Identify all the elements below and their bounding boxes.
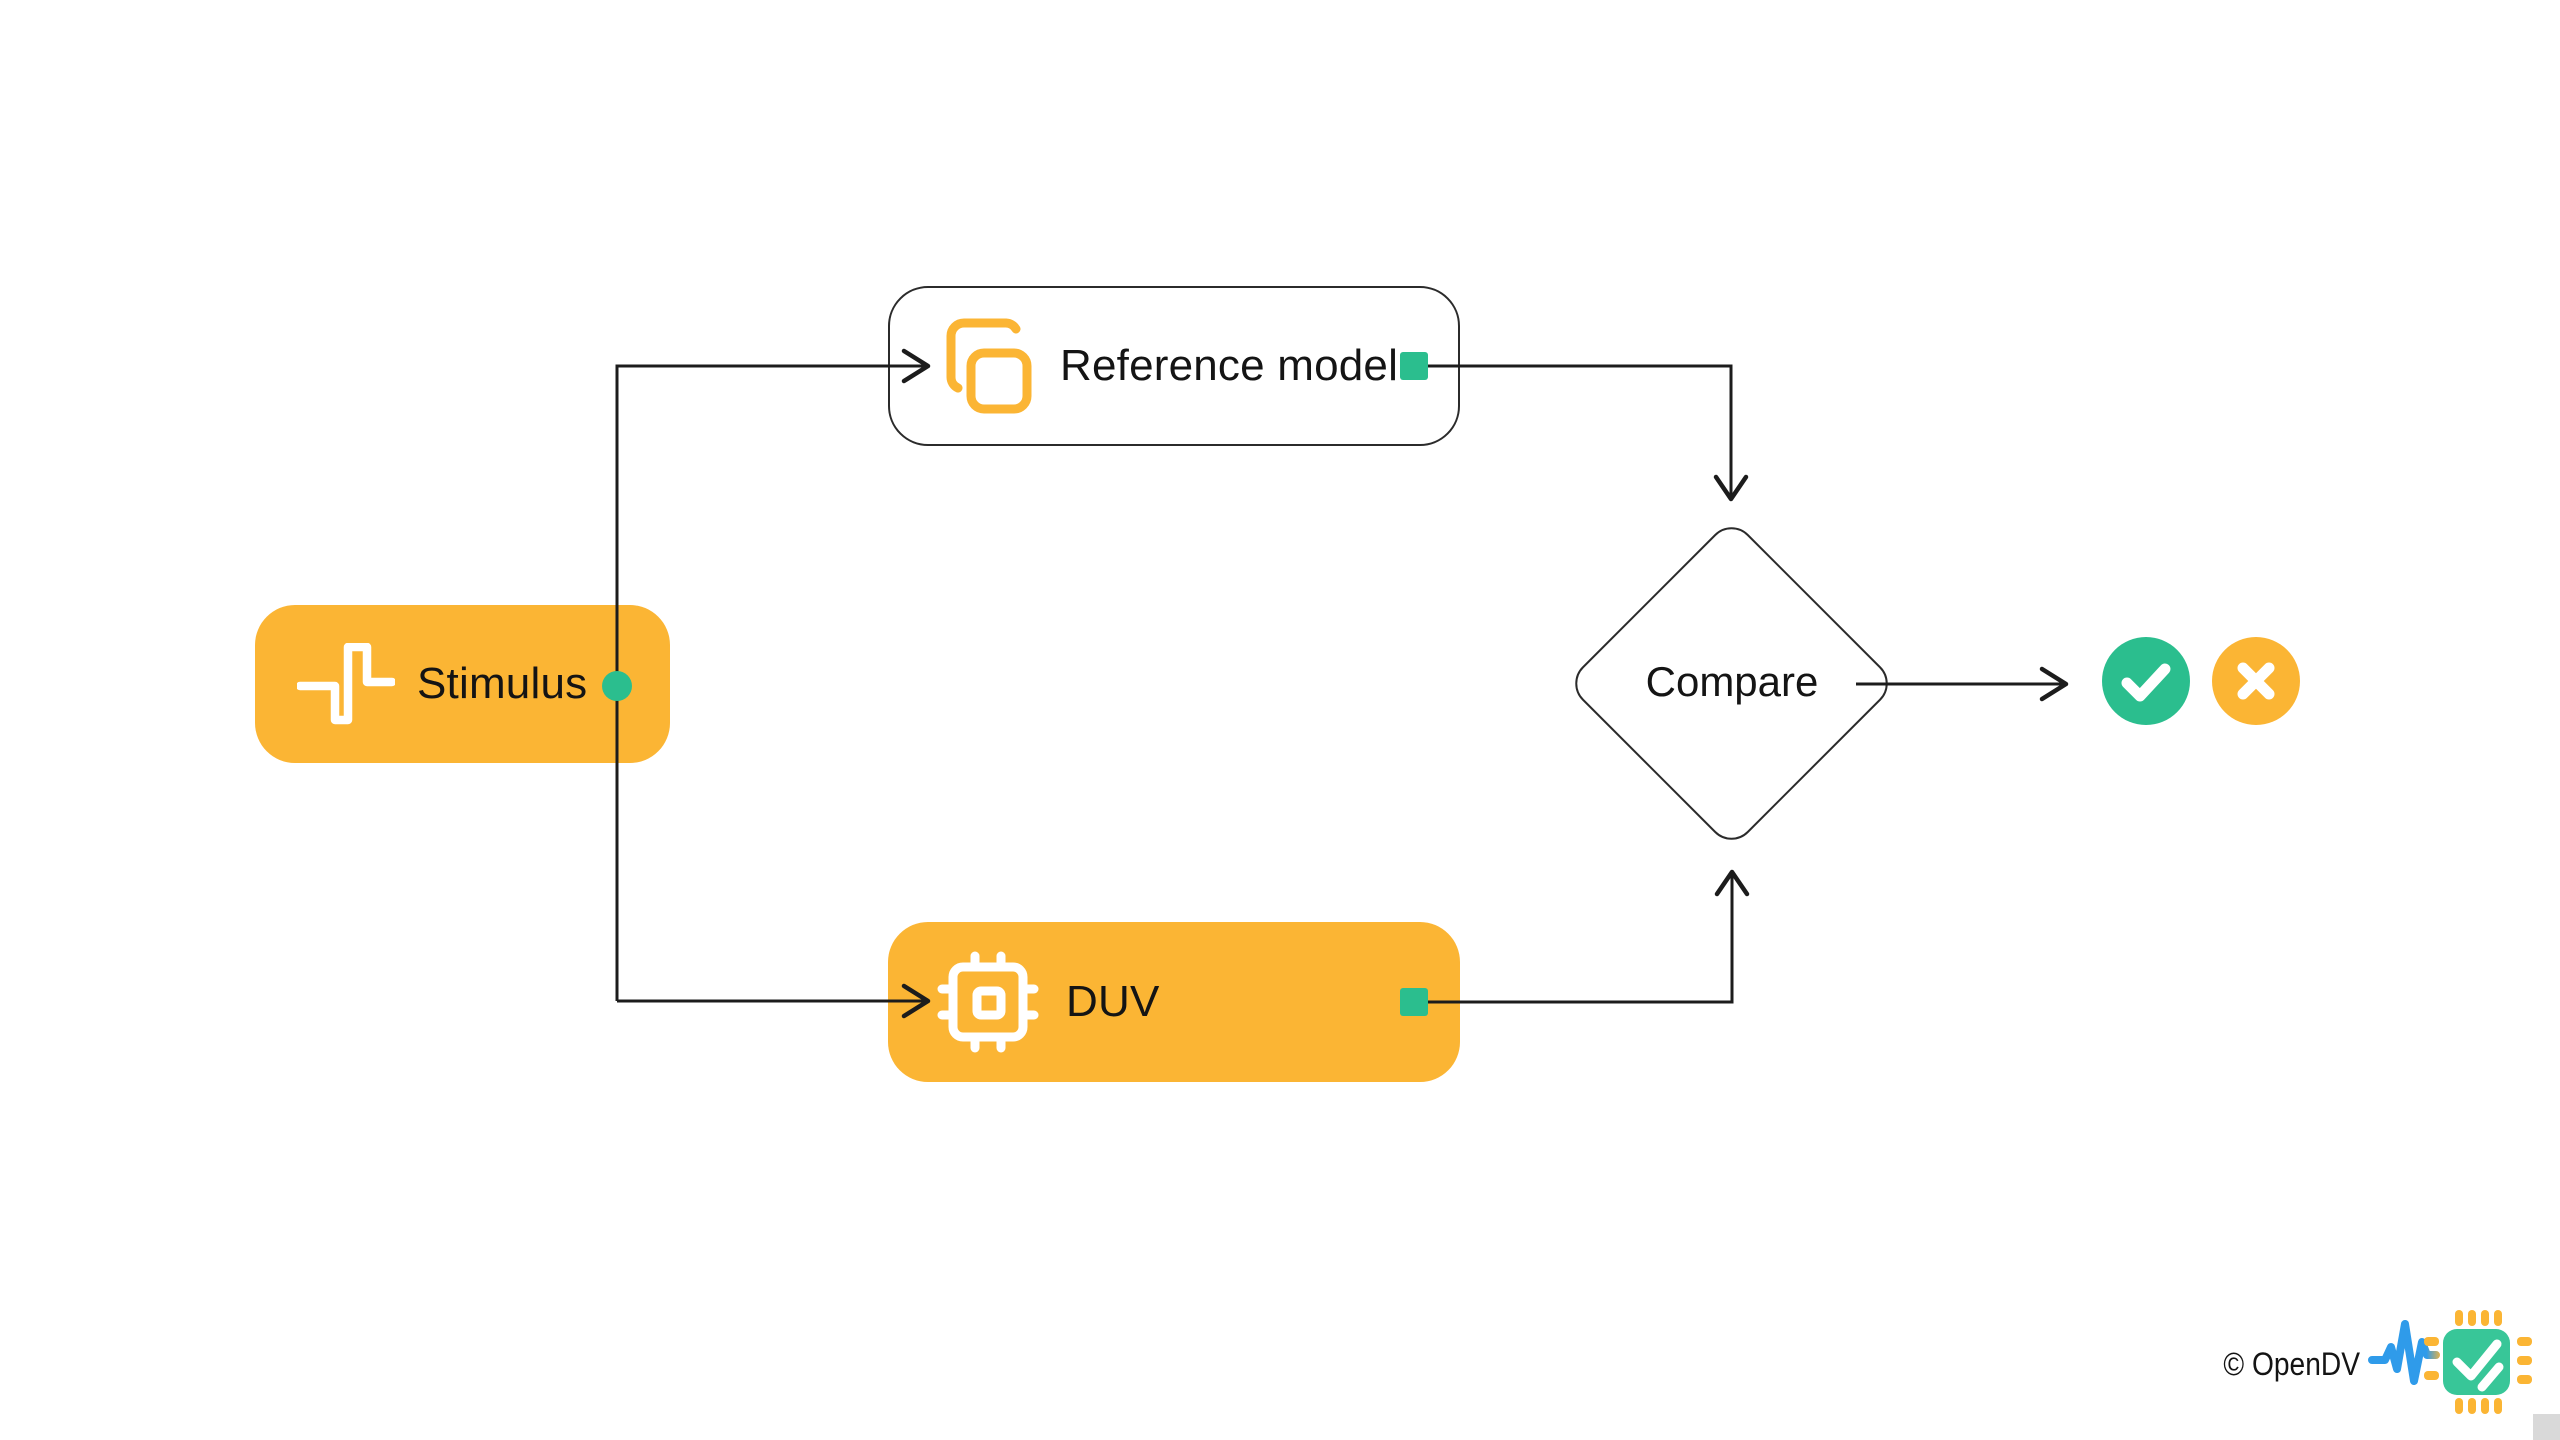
- fail-result-badge: [2212, 637, 2300, 725]
- node-duv-label: DUV: [1066, 977, 1160, 1026]
- connector-reference-to-compare: [1428, 364, 1749, 502]
- copyright-text: © OpenDV: [2223, 1346, 2360, 1382]
- connector-stimulus-to-duv: [617, 983, 931, 1019]
- logo-waveform: [2368, 1320, 2440, 1385]
- logo-check-icon: [2452, 1339, 2504, 1392]
- node-stimulus-label: Stimulus: [417, 659, 588, 708]
- pulse-waveform-icon: [297, 643, 395, 725]
- connector-duv-to-compare: [1428, 869, 1750, 1004]
- node-compare-label: Compare: [1645, 658, 1819, 705]
- check-icon: [2121, 663, 2171, 702]
- opendv-logo: [2368, 1310, 2532, 1414]
- x-icon: [2237, 662, 2275, 700]
- logo-chip-pins: [2424, 1310, 2532, 1414]
- scrollbar-corner: [2533, 1414, 2560, 1440]
- logo-chip-body: [2443, 1329, 2510, 1395]
- node-stimulus: Stimulus: [255, 605, 670, 763]
- node-duv: DUV: [888, 922, 1460, 1082]
- node-reference-model: Reference model: [888, 286, 1460, 446]
- copy-squares-icon: [946, 318, 1032, 414]
- chip-icon: [937, 951, 1039, 1053]
- node-reference-model-label: Reference model: [1060, 341, 1399, 390]
- pass-result-badge: [2102, 637, 2190, 725]
